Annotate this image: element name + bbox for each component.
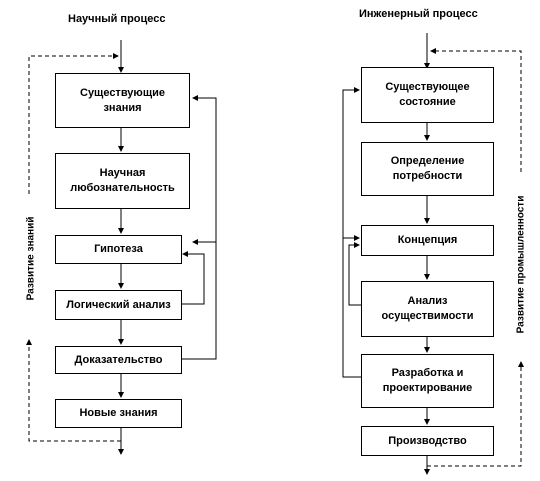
box-scientific-curiosity: Научная любознательность [55, 153, 190, 209]
industry-development-label: Развитие промышленности [515, 195, 527, 334]
box-production: Производство [361, 426, 494, 456]
box-design-development: Разработка и проектирование [361, 354, 494, 408]
dashed-knowledge-loop-top [28, 53, 119, 194]
box-new-knowledge: Новые знания [55, 399, 182, 428]
dashed-industry-loop-top [430, 48, 522, 172]
box-concept: Концепция [361, 225, 494, 256]
loop-analysis-to-hypothesis [181, 251, 205, 305]
box-hypothesis: Гипотеза [55, 235, 182, 264]
scientific-process-title: Научный процесс [68, 13, 166, 25]
loop-feasibility-to-concept [348, 242, 361, 306]
box-need-definition: Определение потребности [361, 142, 494, 196]
box-proof: Доказательство [55, 346, 182, 374]
box-logical-analysis: Логический анализ [55, 290, 182, 320]
loop-design-to-state [342, 87, 361, 378]
dashed-industry-loop-bottom [427, 361, 524, 467]
engineering-process-title: Инженерный процесс [359, 8, 478, 20]
box-existing-knowledge: Существующие знания [55, 73, 190, 128]
box-current-state: Существующее состояние [361, 67, 494, 123]
dashed-knowledge-loop-bottom [26, 339, 121, 442]
knowledge-development-label: Развитие знаний [25, 216, 37, 301]
loop-proof-to-knowledge [181, 95, 217, 360]
box-feasibility-analysis: Анализ осуществимости [361, 281, 494, 337]
